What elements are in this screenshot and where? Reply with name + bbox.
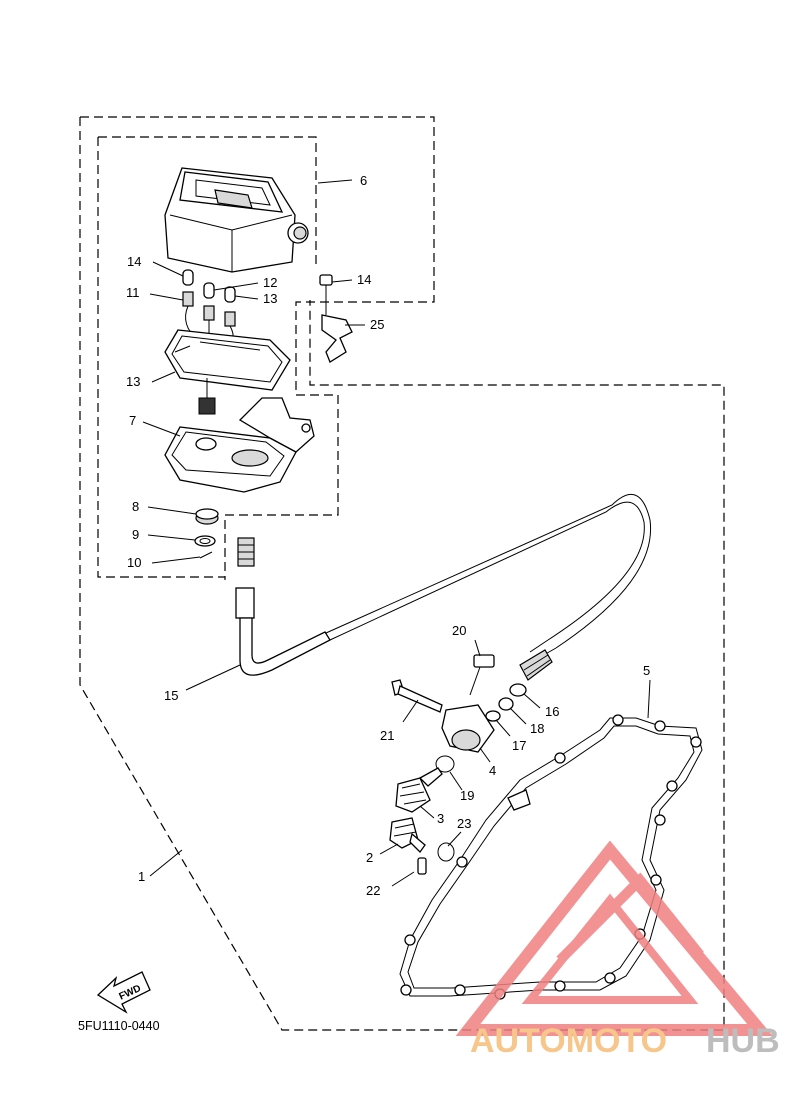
grommets-and-washer: [194, 508, 219, 559]
callout-1: 1: [138, 869, 145, 884]
callout-5: 5: [643, 663, 650, 678]
meter-cable: [235, 494, 652, 681]
meter-case: [164, 329, 291, 415]
callout-14-upper: 14: [127, 254, 141, 269]
fwd-arrow: FWD: [96, 971, 151, 1014]
watermark-logo: [455, 840, 773, 1036]
callout-23: 22: [366, 883, 380, 898]
speedometer-assembly: [164, 167, 309, 273]
callout-16: 15: [164, 688, 178, 703]
callout-17: 16: [545, 704, 559, 719]
group-outlines: [79, 116, 725, 1031]
bolt-and-bracket-25: [319, 274, 353, 363]
watermark: AUTOMOTO HUB: [455, 840, 780, 1060]
callout-10: 10: [127, 555, 141, 570]
callout-labels: 6 14 12 14 11 13 25 13 7 8 9 10 20 5 15 …: [126, 173, 650, 898]
callout-2: 2: [366, 850, 373, 865]
callout-13: 13: [126, 374, 140, 389]
watermark-text-automoto: AUTOMOTO: [470, 1022, 667, 1060]
callout-8: 8: [132, 499, 139, 514]
callout-3: 3: [437, 811, 444, 826]
outline-assembly-1: [79, 116, 725, 1031]
bulbs-and-sockets: [182, 269, 236, 360]
meter-gear-unit: [389, 654, 527, 875]
callout-15: 14: [357, 272, 371, 287]
callout-22: 21: [380, 728, 394, 743]
callout-11: 11: [126, 285, 140, 300]
diagram-code: 5FU1110-0440: [78, 1019, 160, 1033]
callout-12: 12: [263, 275, 277, 290]
callout-18: 17: [512, 738, 526, 753]
meter-bracket: [164, 397, 315, 493]
callout-14-lower: 13: [263, 291, 277, 306]
leader-lines: [142, 179, 651, 887]
callout-20: 19: [460, 788, 474, 803]
callout-25: 25: [370, 317, 384, 332]
callout-19: 18: [530, 721, 544, 736]
callout-24: 23: [457, 816, 471, 831]
callout-6: 6: [360, 173, 367, 188]
callout-4: 4: [489, 763, 496, 778]
outline-meter-6: [97, 136, 317, 578]
callout-9: 9: [132, 527, 139, 542]
callout-7: 7: [129, 413, 136, 428]
callout-21: 20: [452, 623, 466, 638]
watermark-text-hub: HUB: [706, 1022, 780, 1060]
